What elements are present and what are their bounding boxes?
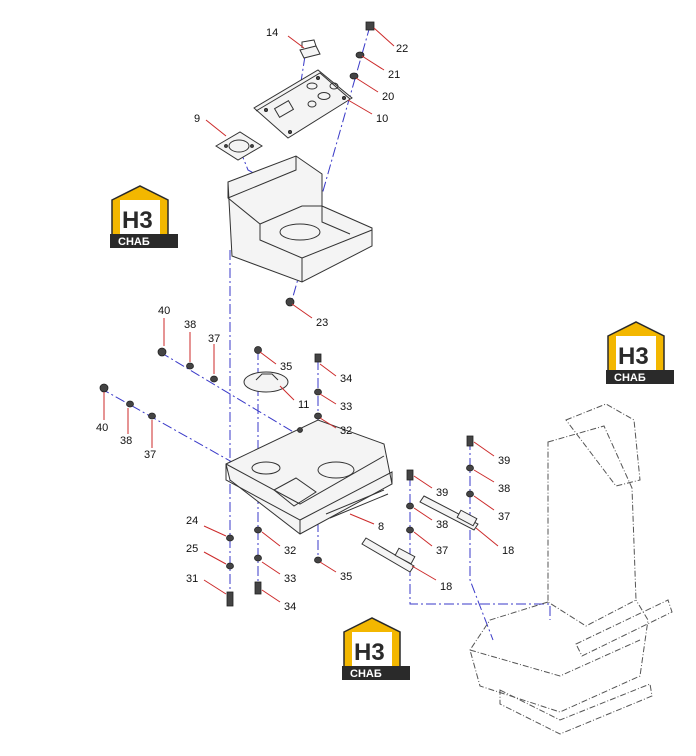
part-9-gasket	[215, 131, 263, 161]
callout-11: 11	[298, 399, 309, 411]
callouts: 14 22 21 20 10 9 23 40 38 37 35 34 11 33…	[96, 27, 514, 613]
callout-33-upper: 33	[340, 401, 352, 413]
callout-40-lower: 40	[96, 422, 108, 434]
callout-38-upper: 38	[184, 319, 196, 331]
washer-20	[349, 72, 359, 80]
callout-14: 14	[266, 27, 278, 39]
logo-subtext: CHAБ	[614, 372, 646, 384]
callout-34-lower: 34	[284, 601, 296, 613]
callout-38-right: 38	[498, 483, 510, 495]
part-18-slide-rails	[361, 495, 479, 573]
callout-38-left: 38	[436, 519, 448, 531]
callout-9: 9	[194, 113, 200, 125]
lower-console-base	[225, 419, 393, 535]
watermark-logo-bottom: H3 CHAБ	[342, 617, 410, 680]
part-10-panel-plate	[253, 69, 353, 139]
part-14-clip	[299, 39, 321, 59]
callout-32-upper: 32	[340, 425, 352, 437]
assembly-axes	[99, 25, 551, 641]
callout-37-lower: 37	[144, 449, 156, 461]
axis-bolt-39-left	[409, 476, 551, 620]
callout-18-upper: 18	[502, 545, 514, 557]
operator-seat	[469, 403, 673, 735]
logo-mark: H3	[122, 207, 153, 234]
callout-38-lower: 38	[120, 435, 132, 447]
callout-35-upper: 35	[280, 361, 292, 373]
callout-20: 20	[382, 91, 394, 103]
callout-37-right: 37	[498, 511, 510, 523]
callout-33-lower: 33	[284, 573, 296, 585]
callout-32-lower: 32	[284, 545, 296, 557]
axis-bolt-39-right	[469, 440, 494, 641]
callout-8: 8	[378, 521, 384, 533]
callout-37-left: 37	[436, 545, 448, 557]
axis-bolt-40-upper	[159, 351, 301, 437]
watermark-logo-right: H3 CHAБ	[606, 321, 674, 384]
callout-25: 25	[186, 543, 198, 555]
hardware-columns	[99, 346, 474, 607]
callout-21: 21	[388, 69, 400, 81]
screw-22	[365, 21, 375, 31]
hardware-upper	[285, 21, 375, 307]
callout-31: 31	[186, 573, 198, 585]
logo-subtext: CHAБ	[350, 668, 382, 680]
logo-subtext: CHAБ	[118, 236, 150, 248]
callout-37-upper: 37	[208, 333, 220, 345]
callout-24: 24	[186, 515, 198, 527]
logo-mark: H3	[618, 343, 649, 370]
callout-39-left: 39	[436, 487, 448, 499]
callout-18-lower: 18	[440, 581, 452, 593]
axis-bolt-40-lower	[99, 387, 233, 463]
callout-23: 23	[316, 317, 328, 329]
callout-40-upper: 40	[158, 305, 170, 317]
upper-console-housing	[227, 155, 373, 283]
callout-34-upper: 34	[340, 373, 352, 385]
callout-10: 10	[376, 113, 388, 125]
watermark-logo-left: H3 CHAБ	[110, 185, 178, 248]
logo-mark: H3	[354, 639, 385, 666]
callout-35-lower: 35	[340, 571, 352, 583]
callout-39-right: 39	[498, 455, 510, 467]
callout-22: 22	[396, 43, 408, 55]
part-11-cover	[243, 371, 289, 393]
